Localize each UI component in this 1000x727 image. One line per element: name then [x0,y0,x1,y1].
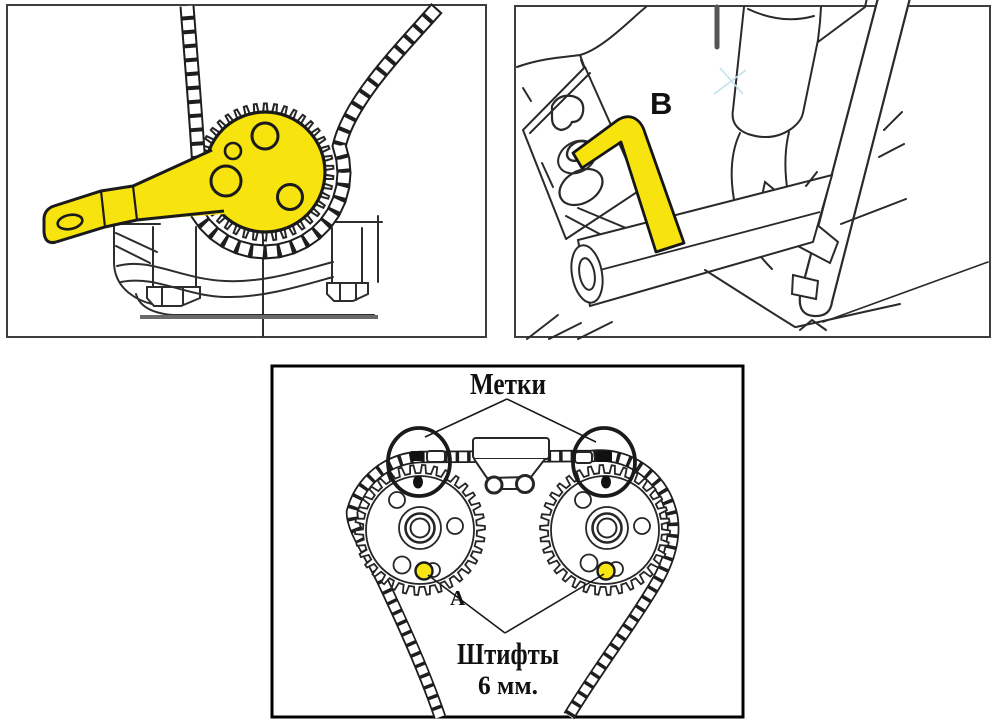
svg-text:B: B [650,86,672,121]
svg-text:Метки: Метки [470,366,546,401]
svg-text:Штифты: Штифты [457,636,559,671]
svg-text:A: A [450,586,466,610]
svg-text:6 мм.: 6 мм. [478,671,538,700]
